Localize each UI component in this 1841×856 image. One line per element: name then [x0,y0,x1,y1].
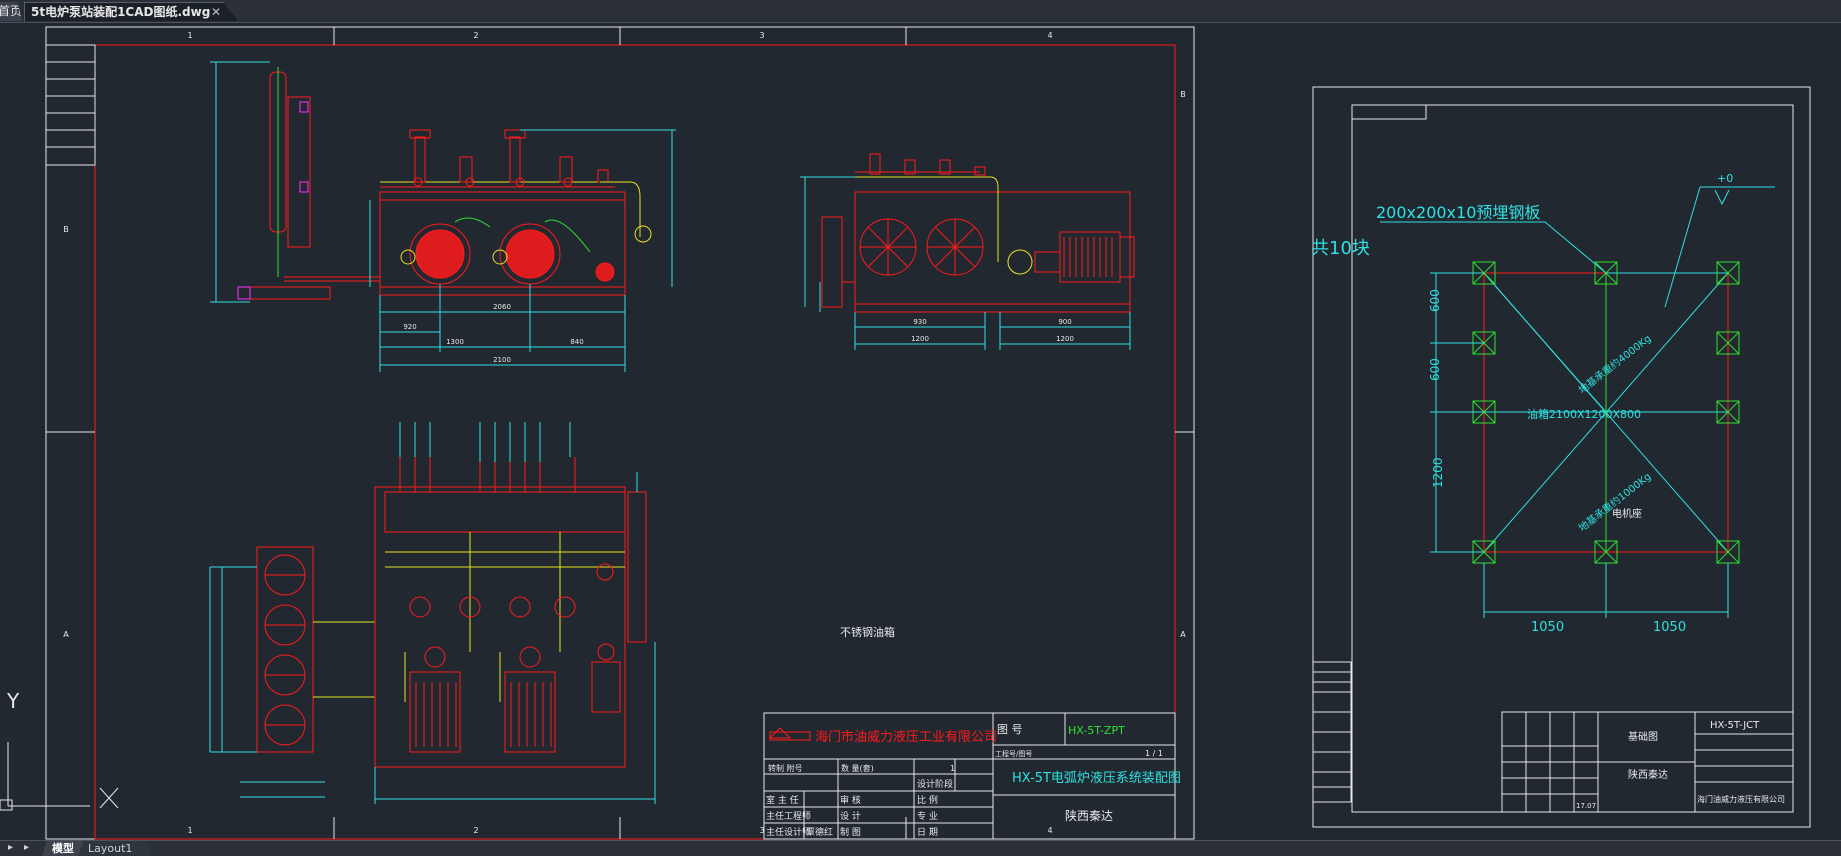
load-label-2: 地基承重约1000Kg [1576,470,1654,535]
mid-label-2: 设 计 [840,810,861,822]
tab-drawing-file[interactable]: 5t电炉泵站装配1CAD图纸.dwg ✕ [24,2,238,21]
dim-1300: 1300 [446,338,464,346]
dim-1200b: 1200 [1056,335,1074,343]
stage-label: 设计阶段 [917,778,953,790]
dim-1200: 1200 [1431,457,1445,488]
qty-value: 1 [950,764,955,773]
nav-next-icon[interactable]: ▸ [24,842,30,853]
sheet2-title-text: HX-5T-JCT 基础图 陕西秦达 海门油威力液压有限公司 17.07 [1576,720,1785,810]
front-view [210,61,676,372]
rev-label: 转制 附号 [768,763,803,773]
dim-2060: 2060 [493,303,511,311]
mid-label-1: 审 核 [840,794,861,806]
plate-note: 200x200x10预埋钢板 [1376,203,1540,222]
zone-col-2-bottom: 2 [473,826,478,835]
zone-col-2: 2 [473,31,478,40]
company-name: 海门市油威力液压工业有限公司 [815,729,997,745]
sheet2-company: 海门油威力液压有限公司 [1697,794,1785,804]
zone-row-b-left: B [63,225,69,234]
side-view [800,153,1135,350]
tab-model-label: 模型 [52,842,74,855]
client-name: 陕西秦达 [1065,808,1113,823]
sheet2-client: 陕西秦达 [1628,768,1668,781]
plan-view [209,422,656,804]
tab-layout1[interactable]: Layout1 [78,841,152,856]
motor-base-label: 电机座 [1612,507,1642,520]
elevation-mark: +0 [1717,172,1733,185]
drawing-title: HX-5T电弧炉液压系统装配图 [1012,771,1181,786]
zone-col-3: 3 [759,31,764,40]
drawing-no-label: 图 号 [997,723,1023,736]
file-tab-bar: 首页 5t电炉泵站装配1CAD图纸.dwg ✕ [0,0,1841,23]
project-no-label: 工程号/图号 [995,749,1032,758]
dim-1050a: 1050 [1531,620,1564,635]
dim-930: 930 [913,318,926,326]
tab-layout1-label: Layout1 [88,842,133,855]
zone-col-1: 1 [187,31,192,40]
row-label-3: 主任设计师 [766,826,811,838]
right-label-3: 日 期 [917,827,938,838]
zone-row-a-left: A [63,630,69,639]
tank-note: 不锈钢油箱 [840,625,895,639]
front-view-dims: 2060 920 1300 840 2100 [403,303,583,364]
sheet-count: 1 / 1 [1145,749,1163,758]
mid-label-3: 制 图 [840,826,861,838]
nav-first-icon[interactable]: ▸ [8,842,14,853]
signer-name: 覃德红 [806,826,833,838]
sheet1-zone-labels: 1 2 3 4 1 2 3 4 B A B A [63,31,1186,835]
row-label-1: 室 主 任 [766,794,799,806]
tab-file-label: 5t电炉泵站装配1CAD图纸.dwg [31,5,211,19]
dim-1050b: 1050 [1653,620,1686,635]
ucs-y-label: Y [6,689,20,713]
model-space-canvas[interactable]: 1 2 3 4 1 2 3 4 B A B A [0,22,1841,840]
dim-920: 920 [403,323,416,331]
sheet1-frame [45,26,1195,840]
dim-1200: 1200 [911,335,929,343]
zone-row-a-right: A [1180,630,1186,639]
foundation-plan [1380,186,1775,618]
zone-col-1-bottom: 1 [187,826,192,835]
dim-840: 840 [570,338,583,346]
sheet1-title-block [763,712,1176,840]
tab-model[interactable]: 模型 [42,841,88,856]
close-icon[interactable]: ✕ [210,5,221,19]
plate-count: 共10块 [1311,238,1370,259]
dim-600a: 600 [1428,289,1442,312]
foundation-plan-labels: 200x200x10预埋钢板 共10块 +0 油箱2100X1200X800 地… [1311,172,1733,635]
row-label-2: 主任工程师 [766,810,811,822]
zone-row-b-right: B [1180,90,1186,99]
tab-home-label: 首页 [0,4,23,18]
dim-2100: 2100 [493,356,511,364]
right-label-1: 比 例 [917,794,938,806]
zone-col-3-bottom: 3 [759,826,764,835]
sheet2-drawing-no: HX-5T-JCT [1710,720,1760,731]
zone-col-4-bottom: 4 [1047,826,1052,835]
sheet1-title-text: 海门市油威力液压工业有限公司 图 号 HX-5T-ZPT 工程号/图号 1 / … [766,723,1181,838]
zone-col-4: 4 [1047,31,1052,40]
sheet2-frame [1312,86,1811,828]
drawing-no: HX-5T-ZPT [1068,724,1125,737]
qty-label: 数 量(套) [841,763,874,773]
cad-drawing[interactable]: 1 2 3 4 1 2 3 4 B A B A [0,22,1841,840]
right-label-2: 专 业 [917,810,938,822]
ucs-icon [0,742,119,811]
dim-900: 900 [1058,318,1071,326]
layout-tab-bar: ▸ ▸ 模型 Layout1 [0,840,1841,856]
tab-home[interactable]: 首页 [0,2,22,21]
ucs-labels: Y [6,689,20,713]
load-label-1: 地基承重约4000Kg [1576,332,1654,397]
plan-view-note: 不锈钢油箱 [840,625,895,639]
dim-600b: 600 [1428,358,1442,381]
sheet2-title: 基础图 [1628,730,1658,743]
sheet2-date: 17.07 [1576,802,1596,810]
tank-size-label: 油箱2100X1200X800 [1527,407,1641,421]
side-view-dims: 930 1200 900 1200 [911,318,1074,343]
